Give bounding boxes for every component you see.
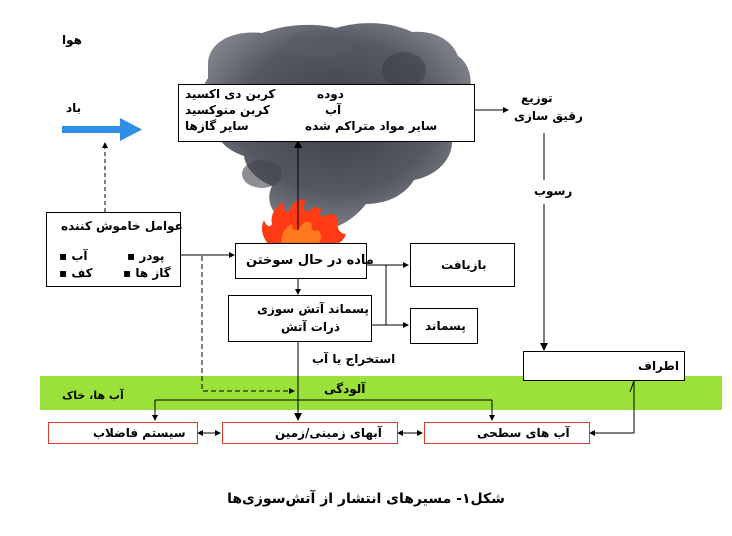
- extraction-label: استخراج یا آب: [312, 352, 396, 366]
- wind-arrow: [62, 118, 142, 141]
- recovery-box: بازیافت: [410, 243, 515, 287]
- flame-icon: [261, 199, 346, 244]
- extinguishers-title: عوامل خاموش کننده: [61, 219, 183, 233]
- ground-band: [40, 376, 722, 410]
- extinguisher-powder: پودر ▪: [127, 249, 165, 263]
- extinguisher-water: آب ▪: [59, 249, 88, 263]
- extinguisher-powder-text: پودر: [139, 249, 165, 263]
- emissions-water: آب: [325, 103, 342, 117]
- burning-material-box: ماده در حال سوختن: [235, 243, 374, 279]
- emissions-other-gases: سایر گازها: [185, 119, 249, 133]
- air-label: هوا: [62, 33, 82, 47]
- pollution-label: آلودگی: [324, 382, 366, 396]
- emissions-condensed: سایر مواد متراکم شده: [305, 119, 438, 133]
- surroundings-label: اطراف: [638, 359, 679, 373]
- extinguisher-foam: کف ▪: [59, 266, 93, 280]
- wind-label: باد: [66, 101, 82, 115]
- emissions-box: دوده آب سایر مواد متراکم شده کربن دی اکس…: [178, 84, 475, 142]
- emissions-co2: کربن دی اکسید: [185, 87, 276, 101]
- sewer-box: سیستم فاضلاب: [48, 422, 198, 444]
- residue-box: پسماند آتش سوزی ذرات آتش: [228, 295, 372, 342]
- extinguisher-gases-text: گاز ها: [135, 266, 171, 280]
- surface-water-box: آب های سطحی: [424, 422, 590, 444]
- distribution-label: توزیع: [521, 91, 553, 105]
- emissions-soot: دوده: [317, 87, 344, 101]
- extinguisher-water-text: آب: [71, 249, 88, 263]
- surface-water-label: آب های سطحی: [477, 426, 570, 440]
- burning-material-label: ماده در حال سوختن: [246, 253, 374, 268]
- surroundings-box: اطراف: [523, 351, 685, 381]
- groundwater-label: آبهای زمینی/زمین: [275, 426, 382, 440]
- extinguisher-foam-text: کف: [71, 266, 93, 280]
- waste-box: پسماند: [410, 308, 478, 344]
- extinguishers-box: عوامل خاموش کننده آب ▪ کف ▪ پودر ▪ گاز ه…: [46, 212, 183, 287]
- figure-caption: شکل۱- مسیرهای انتشار از آتش‌سوزی‌ها: [227, 491, 505, 507]
- residue-line-1: پسماند آتش سوزی: [257, 302, 369, 316]
- deposition-label: رسوب: [532, 184, 575, 198]
- dilution-label: رقیق سازی: [514, 109, 583, 123]
- sewer-label: سیستم فاضلاب: [93, 426, 186, 440]
- connector-lines: [102, 107, 635, 436]
- emissions-co: کربن منوکسید: [185, 103, 270, 117]
- soil-water-label: آب ها، خاک: [62, 389, 124, 402]
- extinguisher-gases: گاز ها ▪: [123, 266, 171, 280]
- groundwater-box: آبهای زمینی/زمین: [222, 422, 398, 444]
- recovery-label: بازیافت: [441, 258, 487, 272]
- waste-label: پسماند: [425, 319, 466, 333]
- residue-line-2: ذرات آتش: [281, 320, 340, 334]
